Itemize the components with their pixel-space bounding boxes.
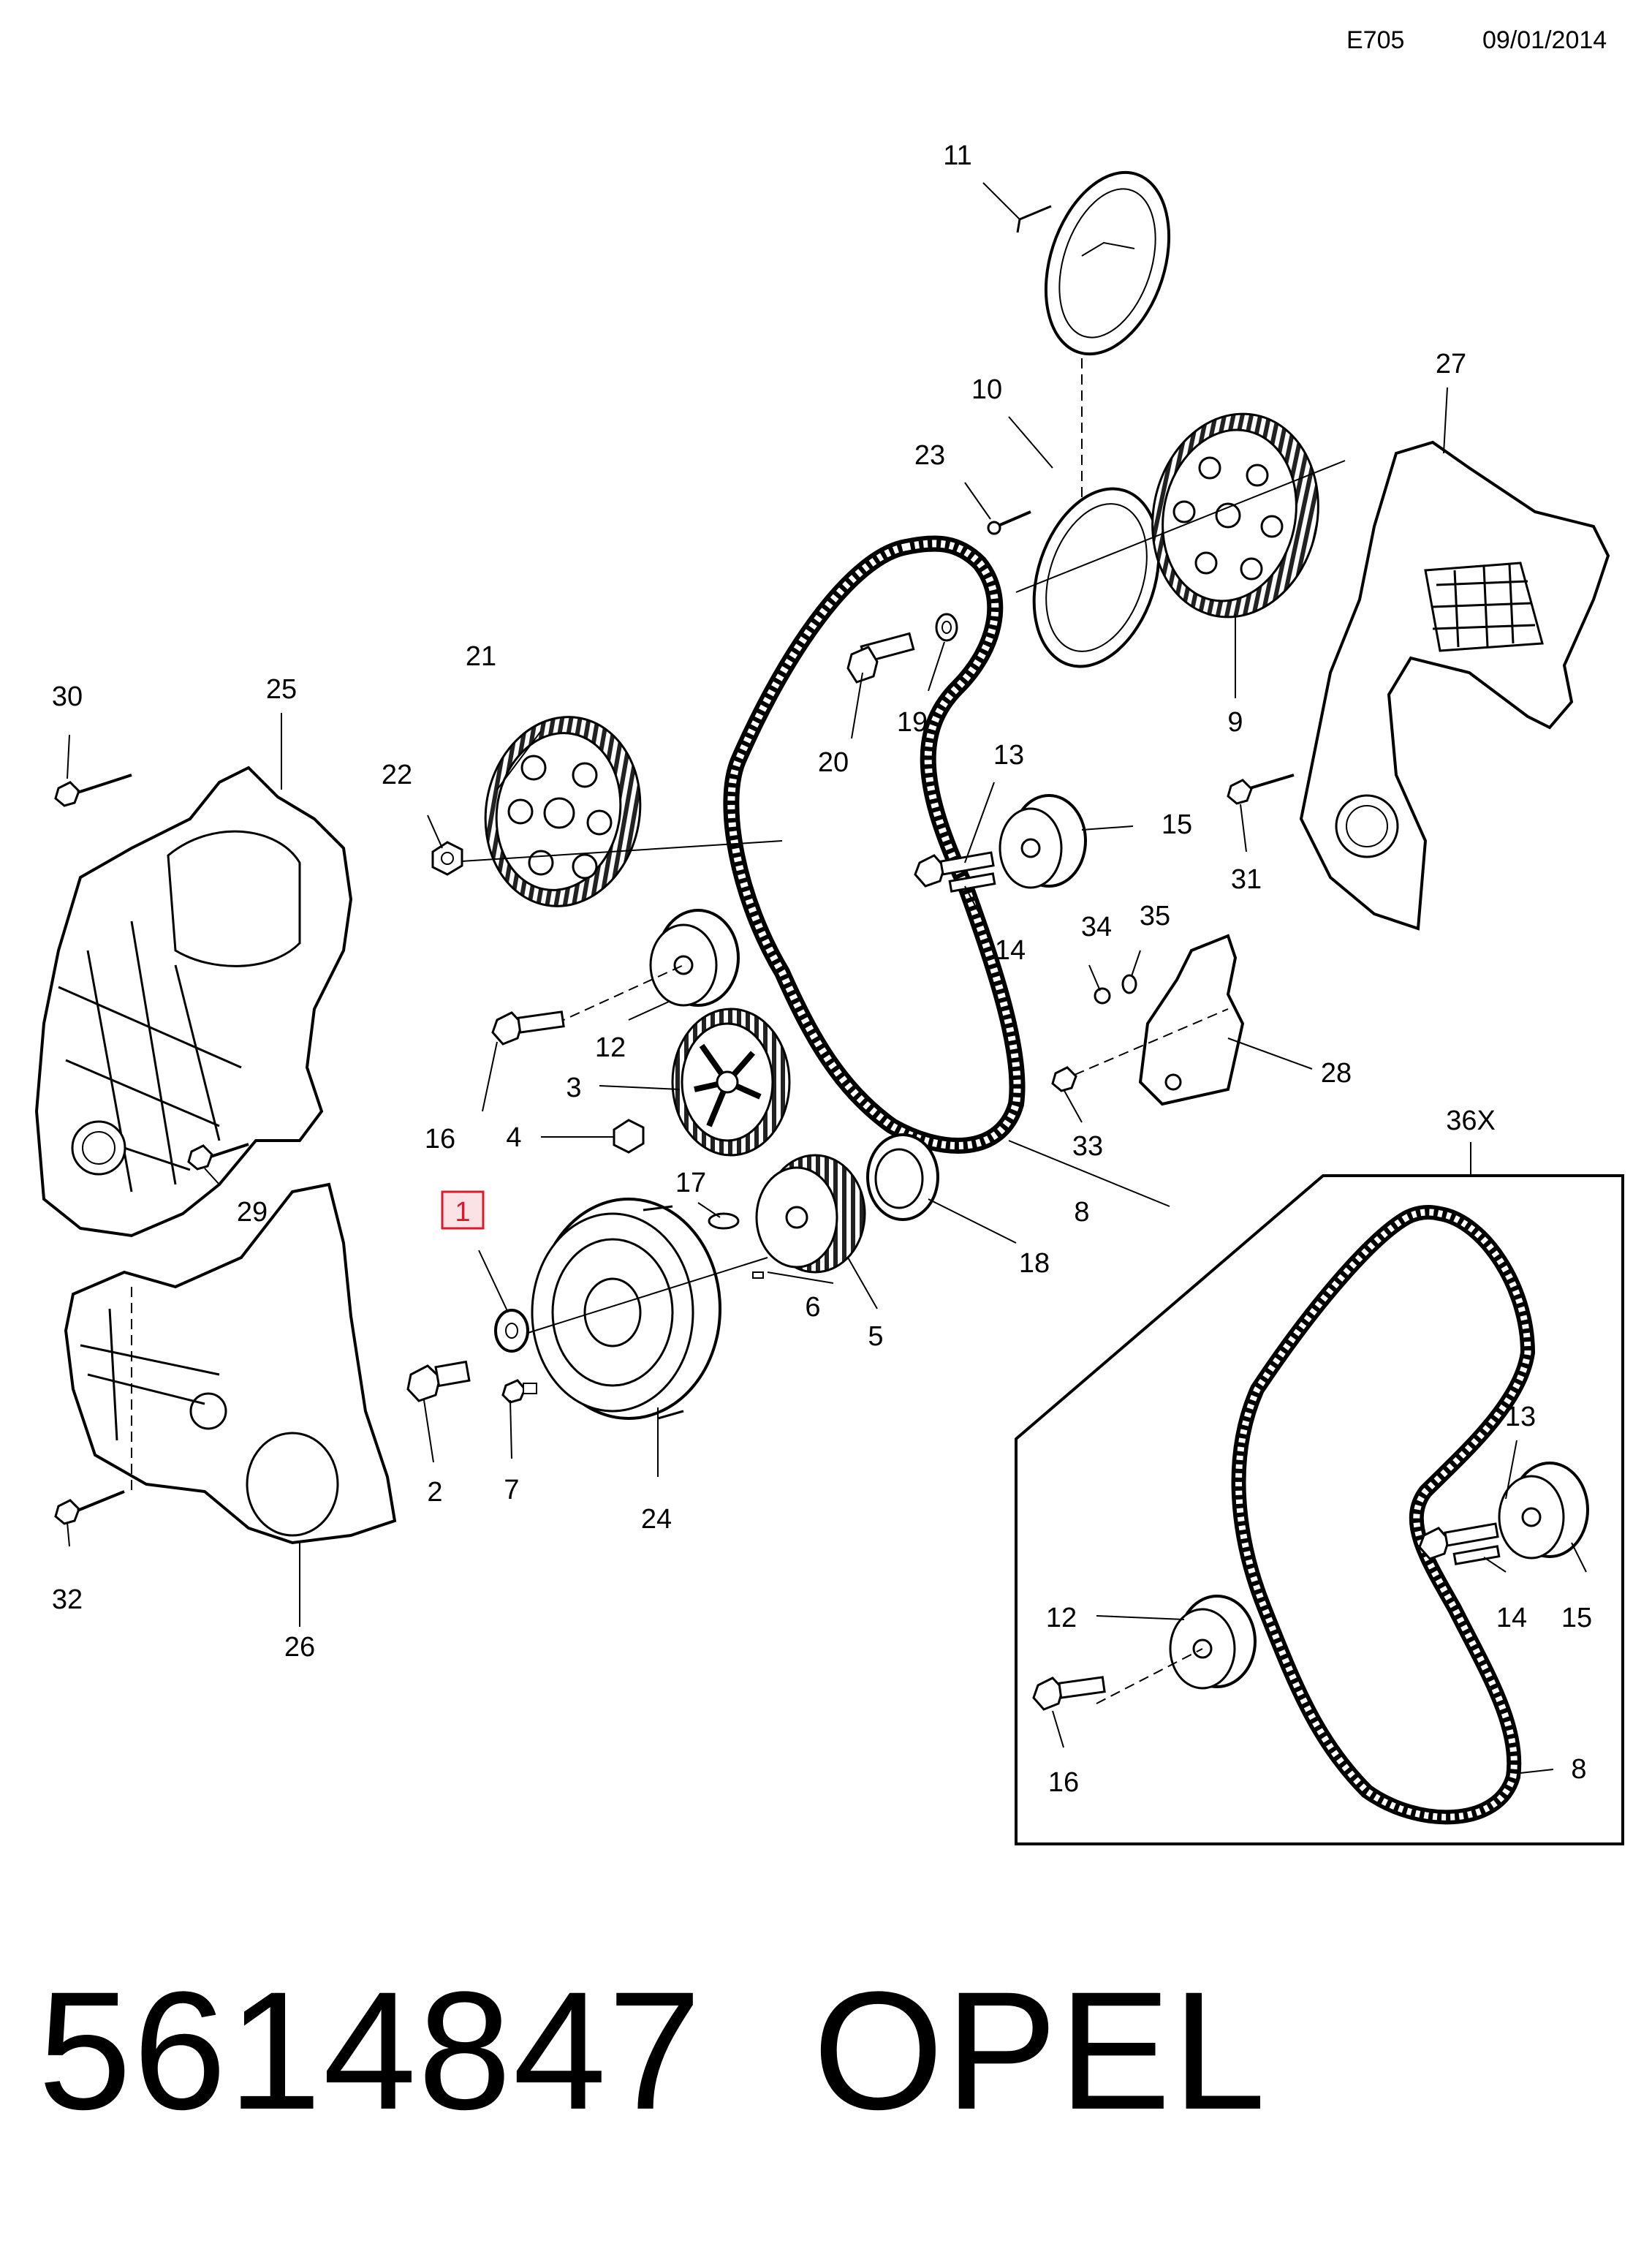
brand: OPEL [813, 1957, 1268, 2144]
bolt-20 [846, 632, 915, 684]
inset-bolt-13 [1418, 1522, 1499, 1560]
crank-sprocket-5 [755, 1154, 866, 1274]
callout-2: 2 [427, 1477, 442, 1508]
callout-19: 19 [897, 707, 928, 738]
leader-lines [67, 182, 1448, 1627]
bracket-28 [1138, 934, 1245, 1106]
timing-belt [723, 535, 1026, 1154]
front-upper-cover-25 [34, 766, 353, 1238]
washer-1 [494, 1309, 529, 1353]
inset-kit-36x: 36X [1015, 1105, 1624, 1845]
nut-34 [1094, 987, 1111, 1005]
pump-sprocket-3 [671, 1008, 791, 1157]
callout-27: 27 [1436, 349, 1466, 379]
inset-callout-16: 16 [1048, 1767, 1079, 1798]
inset-timing-belt [1231, 1204, 1536, 1825]
highlight-box [441, 1190, 485, 1230]
callout-34: 34 [1081, 912, 1112, 942]
callout-21: 21 [466, 641, 496, 672]
callout-35: 35 [1140, 901, 1170, 931]
diagram-date: 09/01/2014 [1482, 26, 1607, 54]
callout-14: 14 [995, 935, 1026, 966]
tensioner-15 [999, 794, 1087, 889]
callout-31: 31 [1231, 864, 1262, 895]
callout-7: 7 [504, 1475, 519, 1505]
callout-3: 3 [566, 1073, 581, 1103]
inset-pin-14 [1452, 1545, 1501, 1565]
callout-28: 28 [1321, 1058, 1352, 1089]
callout-17: 17 [675, 1168, 706, 1198]
inset-tensioner-15 [1498, 1462, 1589, 1560]
washer-19 [935, 613, 958, 642]
key-6 [752, 1271, 764, 1279]
nut-22 [431, 841, 463, 876]
callout-1: 1 [455, 1197, 470, 1228]
callout-10: 10 [971, 374, 1002, 405]
crank-pulley-24 [531, 1198, 721, 1420]
callout-24: 24 [641, 1504, 672, 1535]
cover-plate-11 [1016, 170, 1171, 356]
bolt-16 [491, 1010, 565, 1046]
callout-33: 33 [1072, 1131, 1103, 1162]
callout-29: 29 [237, 1197, 268, 1228]
backing-plate-10 [1032, 487, 1161, 668]
nut-4 [613, 1119, 645, 1154]
pin-14 [948, 872, 996, 893]
bolt-2 [406, 1360, 471, 1402]
callout-18: 18 [1019, 1248, 1050, 1279]
callout-30: 30 [52, 681, 83, 712]
washer-35 [1121, 974, 1137, 994]
idler-pulley-12 [649, 909, 740, 1007]
callout-16: 16 [425, 1124, 455, 1154]
inset-bolt-16 [1032, 1676, 1106, 1711]
bolt-33 [1051, 1066, 1077, 1092]
inset-callout-15: 15 [1561, 1603, 1592, 1633]
inset-callout-13: 13 [1505, 1402, 1536, 1432]
sprocket-21 [484, 716, 642, 907]
inset-callout-12: 12 [1046, 1603, 1077, 1633]
callout-26: 26 [284, 1632, 315, 1663]
callout-labels: 1 2 3 4 5 6 7 8 9 10 11 12 13 14 15 16 1… [52, 140, 1466, 1663]
part-number: 5614847 [38, 1957, 703, 2144]
bolt-31 [1227, 774, 1295, 805]
exploded-parts-diagram: 1 2 3 4 5 6 7 8 9 10 11 12 13 14 15 16 1… [34, 140, 1624, 1845]
callout-9: 9 [1227, 707, 1243, 738]
callout-8: 8 [1074, 1197, 1089, 1228]
callout-5: 5 [868, 1321, 883, 1352]
callout-15: 15 [1162, 809, 1192, 840]
callout-4: 4 [506, 1122, 521, 1153]
rear-cover-27 [1299, 440, 1610, 931]
bolt-7 [501, 1379, 537, 1404]
inset-callout-14: 14 [1496, 1603, 1527, 1633]
seal-18 [866, 1133, 939, 1221]
bolt-30 [54, 774, 132, 807]
callout-25: 25 [266, 674, 297, 705]
callout-22: 22 [382, 760, 412, 790]
callout-12: 12 [595, 1032, 626, 1063]
callout-11: 11 [943, 140, 971, 171]
callout-32: 32 [52, 1584, 83, 1615]
callout-6: 6 [805, 1292, 820, 1323]
camshaft-sprocket-9 [1151, 412, 1319, 619]
key-17 [708, 1212, 740, 1230]
bolt-23 [987, 510, 1031, 535]
diagram-code: E705 [1346, 26, 1405, 54]
callout-13: 13 [993, 740, 1024, 771]
bolt-29 [187, 1143, 249, 1171]
inset-label: 36X [1446, 1105, 1496, 1136]
inset-callout-8: 8 [1571, 1754, 1586, 1785]
callout-20: 20 [818, 747, 849, 778]
bolt-32 [54, 1490, 125, 1525]
callout-23: 23 [914, 440, 945, 471]
front-lower-cover-26 [64, 1182, 397, 1545]
bolt-13 [914, 851, 995, 888]
